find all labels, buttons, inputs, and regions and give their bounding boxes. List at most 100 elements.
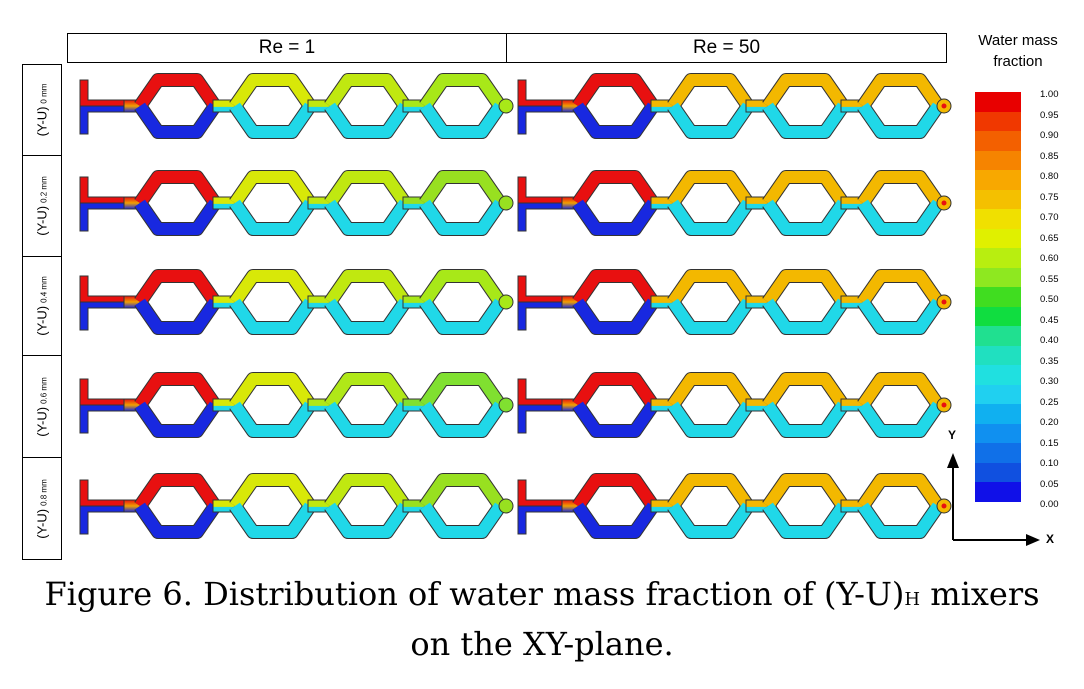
mixer-lower-branch — [668, 502, 753, 538]
mixer-lower-branch — [858, 102, 943, 138]
colorbar-swatch — [975, 482, 1021, 503]
mixer-lower-branch — [573, 401, 658, 437]
mixer-upper-branch — [230, 474, 315, 510]
mixer-upper-branch — [668, 373, 753, 409]
mixer-upper-branch — [668, 474, 753, 510]
mixer-segment — [517, 275, 564, 303]
row-header-4: (Y-U)0.8 mm — [22, 457, 62, 560]
mixer-lower-branch — [668, 102, 753, 138]
mixer — [517, 269, 952, 335]
colorbar-swatch — [975, 209, 1021, 230]
colorbar-tick-label: 0.75 — [1040, 191, 1059, 203]
colorbar-tick-label: 0.90 — [1040, 130, 1059, 141]
mixer-segment — [517, 202, 564, 232]
mixer-lower-branch — [230, 502, 315, 538]
mixer-upper-branch — [763, 171, 848, 207]
mixer-outlet — [498, 98, 514, 114]
mixer-upper-branch — [573, 171, 658, 207]
mixer-upper-branch — [573, 74, 658, 110]
mixer-lower-branch — [230, 102, 315, 138]
colorbar — [975, 92, 1021, 503]
mixer-upper-branch — [230, 373, 315, 409]
colorbar-swatch — [975, 131, 1021, 152]
mixer-lower-branch — [325, 298, 410, 334]
mixer-lower-branch — [325, 401, 410, 437]
mixer-lower-branch — [763, 401, 848, 437]
mixer-lower-branch — [135, 502, 220, 538]
colorbar-tick-label: 0.60 — [1040, 253, 1059, 264]
mixer-upper-branch — [325, 270, 410, 306]
mixer-segment — [517, 301, 564, 331]
colorbar-swatch — [975, 384, 1021, 405]
colorbar-swatch — [975, 228, 1021, 249]
colorbar-swatch — [975, 189, 1021, 210]
mixer-upper-branch — [763, 74, 848, 110]
colorbar-swatch — [975, 404, 1021, 425]
colorbar-tick-label: 0.80 — [1040, 171, 1059, 182]
mixer — [79, 473, 514, 539]
y-axis-label: Y — [948, 428, 957, 442]
mixer-lower-branch — [420, 502, 505, 538]
mixer-outlet — [498, 195, 514, 211]
mixer-outlet-core — [941, 103, 947, 109]
mixer-outlet-core — [941, 402, 947, 408]
colorbar-swatch — [975, 365, 1021, 386]
mixer-lower-branch — [763, 102, 848, 138]
mixer — [79, 269, 514, 335]
mixer-lower-branch — [573, 502, 658, 538]
mixer-lower-branch — [763, 199, 848, 235]
colorbar-tick-label: 0.95 — [1040, 109, 1059, 121]
colorbar-swatch — [975, 462, 1021, 483]
mixer-segment — [517, 479, 564, 507]
mixer-segment — [517, 505, 564, 535]
mixer-upper-branch — [858, 270, 943, 306]
colorbar-tick-label: 0.35 — [1040, 355, 1059, 367]
colorbar-tick-label: 0.65 — [1040, 232, 1059, 244]
mixer-upper-branch — [858, 373, 943, 409]
mixer-segment — [79, 479, 126, 507]
colorbar-tick-label: 0.00 — [1040, 499, 1059, 510]
colorbar-swatch — [975, 170, 1021, 191]
colorbar-tick-label: 0.05 — [1040, 478, 1059, 490]
mixer-upper-branch — [230, 171, 315, 207]
mixer-lower-branch — [668, 199, 753, 235]
mixer-lower-branch — [573, 298, 658, 334]
mixer-segment — [517, 404, 564, 434]
mixer-lower-branch — [420, 102, 505, 138]
mixer-outlet — [498, 397, 514, 413]
mixer — [79, 170, 514, 236]
mixer-lower-branch — [858, 401, 943, 437]
colorbar-swatch — [975, 248, 1021, 269]
mixer-segment — [79, 79, 126, 107]
figure-caption: Figure 6. Distribution of water mass fra… — [0, 572, 1084, 666]
mixer-upper-branch — [135, 270, 220, 306]
mixer-segment — [79, 378, 126, 406]
mixer-upper-branch — [325, 74, 410, 110]
mixer-lower-branch — [668, 401, 753, 437]
mixer-upper-branch — [420, 171, 505, 207]
mixer-segment — [517, 378, 564, 406]
mixer-upper-branch — [135, 474, 220, 510]
mixer-lower-branch — [858, 298, 943, 334]
mixer-segment — [79, 301, 126, 331]
colorbar-swatch — [975, 92, 1021, 113]
mixer-lower-branch — [420, 199, 505, 235]
mixer-outlet-core — [941, 299, 947, 305]
mixer-lower-branch — [420, 401, 505, 437]
mixer-lower-branch — [230, 401, 315, 437]
mixer-upper-branch — [325, 373, 410, 409]
mixer-lower-branch — [325, 502, 410, 538]
legend-title: Water mass fraction — [958, 30, 1078, 72]
mixer-lower-branch — [135, 298, 220, 334]
mixer-segment — [79, 202, 126, 232]
mixer-lower-branch — [135, 401, 220, 437]
mixer-upper-branch — [325, 474, 410, 510]
mixer-upper-branch — [763, 270, 848, 306]
colorbar-tick-label: 0.25 — [1040, 396, 1059, 408]
mixer-segment — [79, 275, 126, 303]
colorbar-tick-label: 0.15 — [1040, 437, 1059, 449]
mixer-upper-branch — [325, 171, 410, 207]
mixer-segment — [517, 79, 564, 107]
mixer — [517, 73, 952, 139]
